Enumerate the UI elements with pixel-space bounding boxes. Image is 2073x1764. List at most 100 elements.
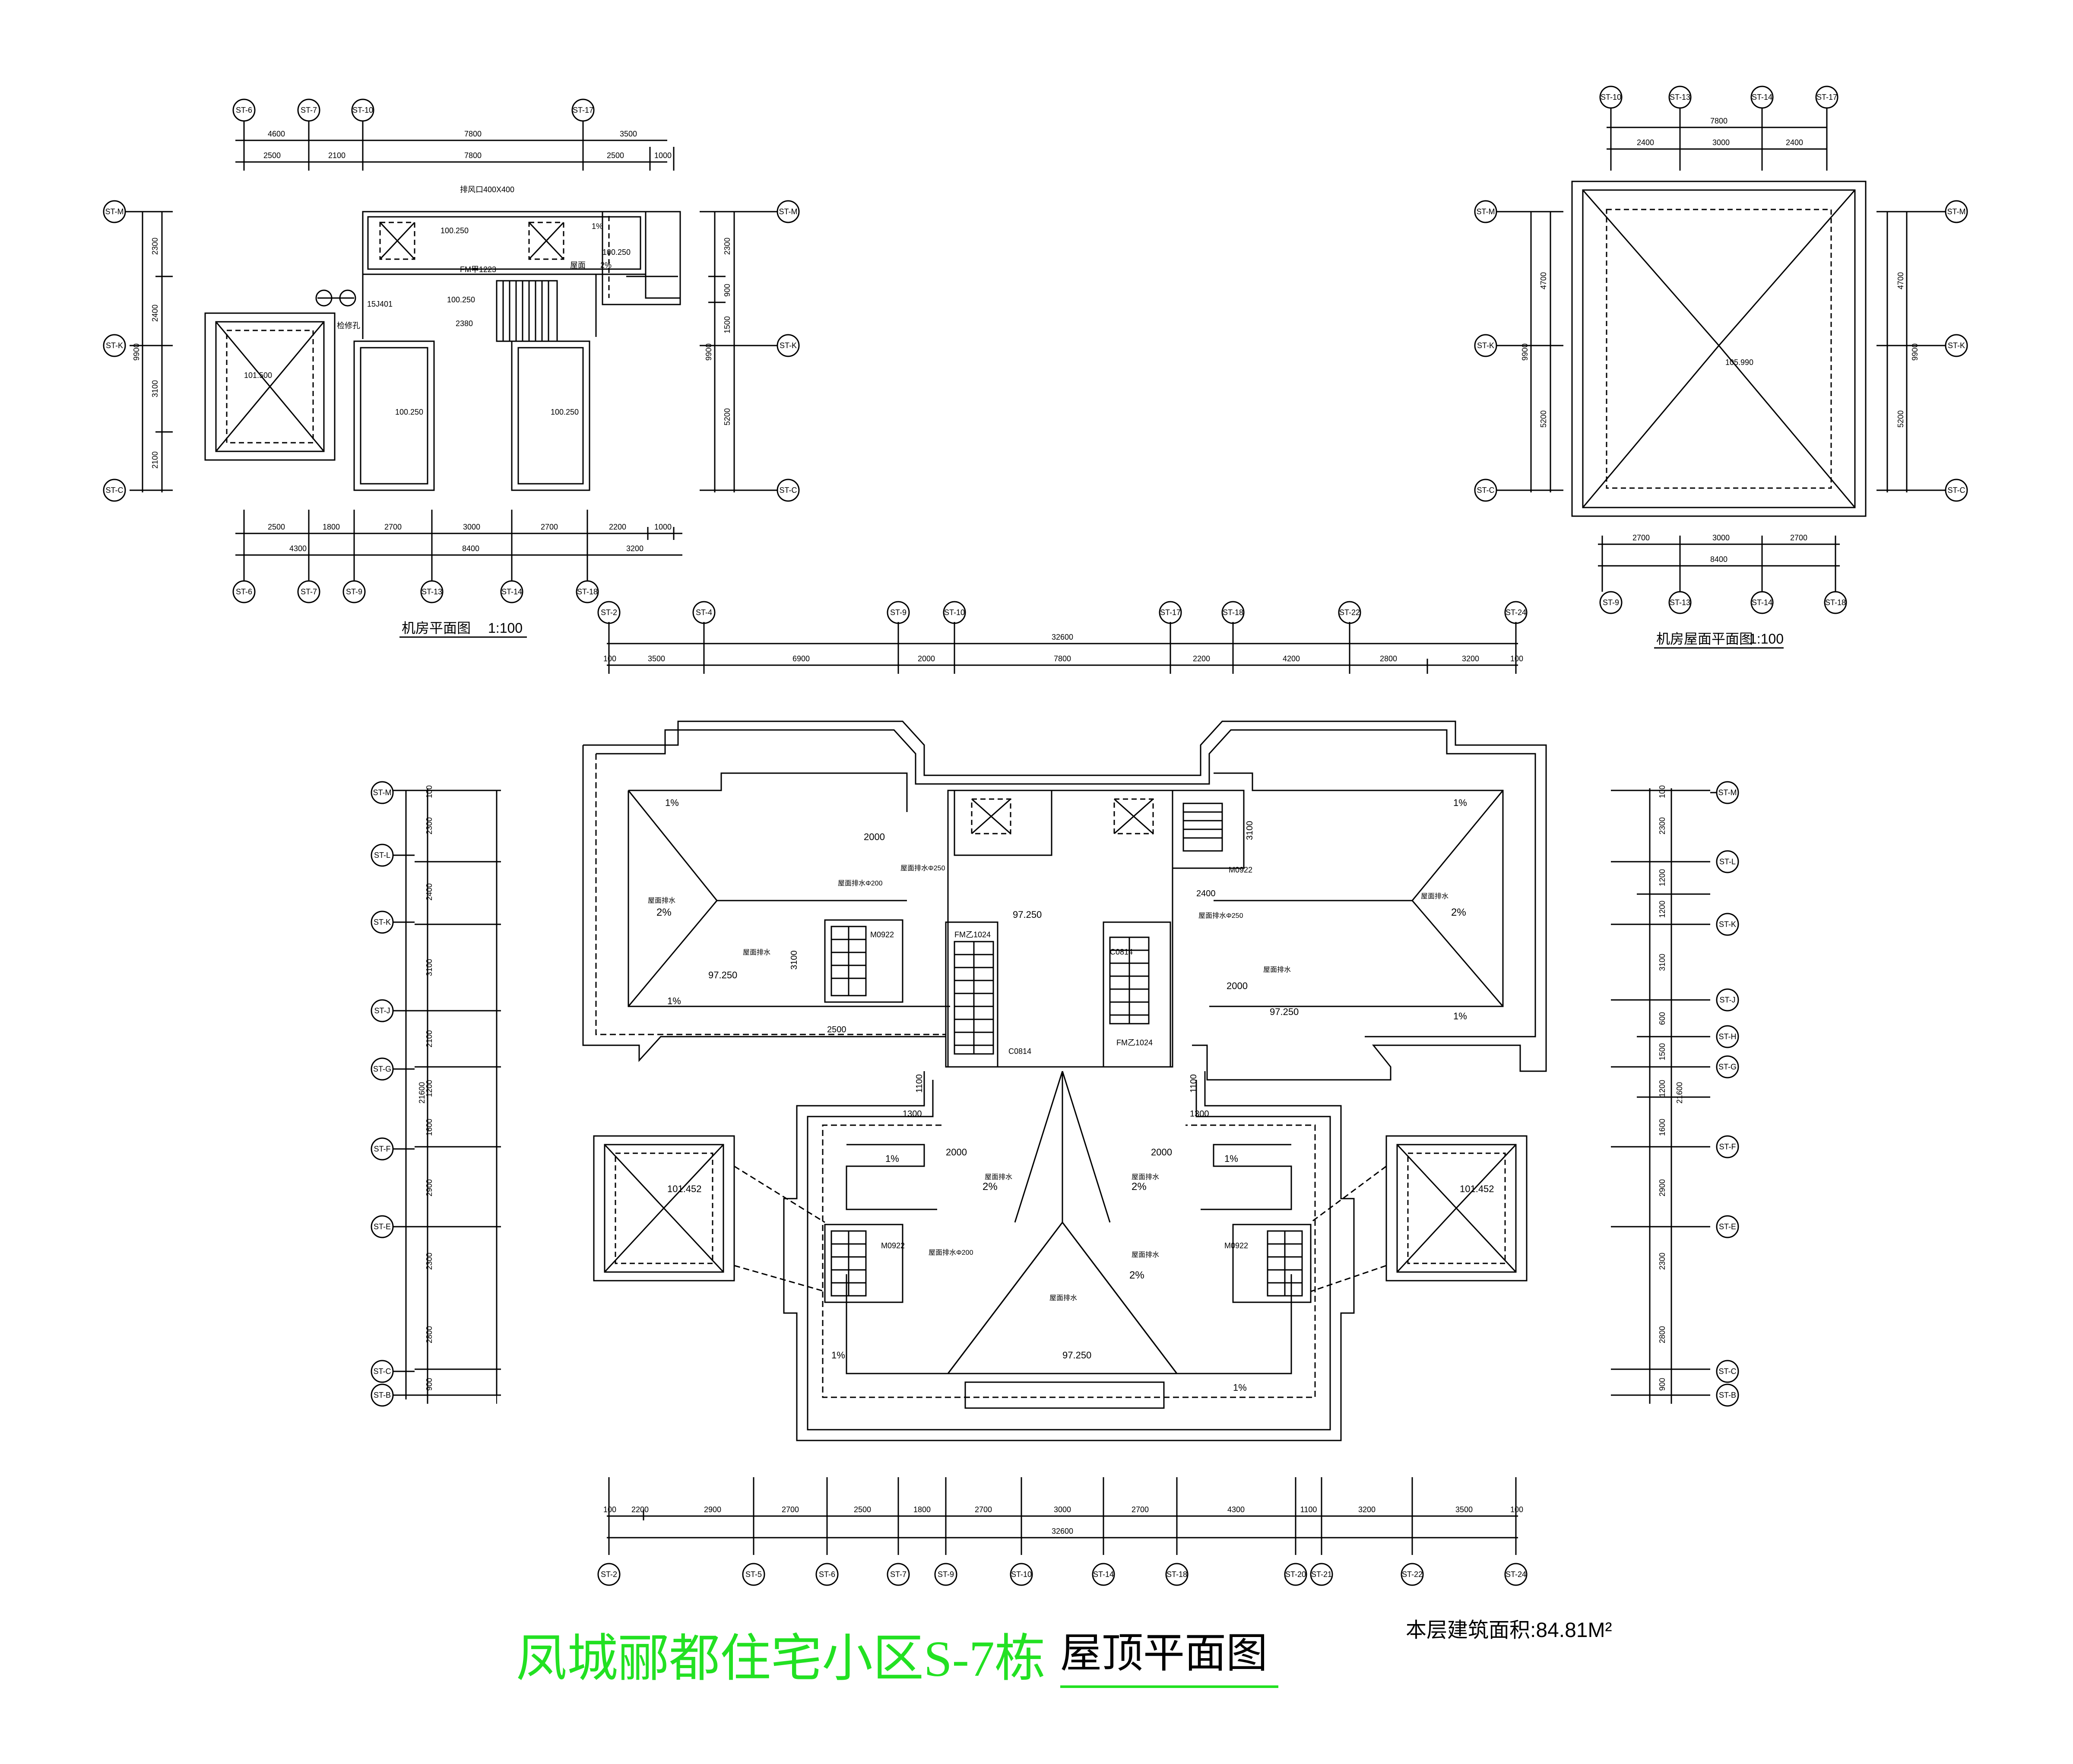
axis-label: ST-J <box>374 1006 390 1015</box>
axis-label: ST-K <box>1477 341 1494 350</box>
axis-label: ST-14 <box>501 587 522 596</box>
dim-label: 2300 <box>723 238 732 255</box>
axis-label: ST-J <box>1719 996 1735 1004</box>
axis-label: ST-G <box>373 1065 391 1073</box>
axis-label: ST-K <box>374 918 391 926</box>
axis-label: ST-10 <box>944 608 965 617</box>
axis-label: ST-K <box>780 341 797 350</box>
dim-label: 5200 <box>1539 410 1548 428</box>
axis-label: ST-C <box>1947 486 1965 495</box>
machine-room-plan <box>103 98 800 638</box>
dim-label: 2000 <box>1151 1147 1172 1158</box>
axis-label: ST-20 <box>1285 1570 1306 1579</box>
dim-label: 4300 <box>289 544 307 553</box>
axis-label: ST-14 <box>1752 598 1772 607</box>
axis-label: ST-B <box>374 1391 391 1399</box>
dim-label: 900 <box>1658 1378 1667 1391</box>
dim-label: 9900 <box>132 343 141 361</box>
dim-label: 8400 <box>462 544 479 553</box>
axis-label: ST-7 <box>301 587 317 596</box>
dim-label: 100 <box>425 785 434 798</box>
axis-label: ST-17 <box>573 106 593 114</box>
dim-label: 7800 <box>464 130 482 138</box>
dim-label: 3100 <box>1658 954 1667 971</box>
axis-label: ST-K <box>1948 341 1965 350</box>
dim-label: 2900 <box>704 1505 721 1514</box>
dim-label: 1200 <box>1658 901 1667 918</box>
axis-label: ST-9 <box>938 1570 954 1579</box>
dim-label: 1200 <box>1658 869 1667 886</box>
dim-label: 2500 <box>263 151 281 160</box>
axis-label: ST-B <box>1719 1391 1736 1399</box>
dim-label: 2400 <box>1637 138 1654 147</box>
pipe-label: 屋面排水Φ250 <box>900 864 945 872</box>
area-label: 本层建筑面积:84.81M² <box>1406 1619 1612 1642</box>
axis-label: ST-M <box>1947 207 1966 216</box>
dim-label: 1500 <box>1658 1043 1667 1060</box>
dim-label: 7800 <box>1710 117 1728 125</box>
axis-label: ST-10 <box>1011 1570 1032 1579</box>
slope-label: 2% <box>1129 1269 1144 1281</box>
axis-label: ST-2 <box>601 1570 617 1579</box>
axis-label: ST-E <box>374 1222 391 1231</box>
axis-label: ST-M <box>105 207 124 216</box>
dim-label: 100 <box>1510 654 1523 663</box>
dim-label: 1600 <box>425 1119 434 1136</box>
axis-label: ST-17 <box>1816 93 1837 102</box>
dim-label: 2300 <box>1658 1253 1667 1270</box>
dim-label: 7800 <box>464 151 482 160</box>
dim-label: 2500 <box>827 1025 846 1034</box>
axis-label: ST-21 <box>1311 1570 1332 1579</box>
dim-label: 2300 <box>151 238 159 255</box>
axis-label: ST-C <box>373 1367 391 1376</box>
plan-label: 101.500 <box>244 371 272 380</box>
dim-label: 2000 <box>946 1147 967 1158</box>
axis-label: ST-G <box>1718 1063 1737 1071</box>
project-title: 凤城郦都住宅小区S-7栋 <box>516 1631 1046 1687</box>
dim-label: 2500 <box>268 523 285 531</box>
dim-label: 4700 <box>1896 272 1905 289</box>
axis-label: ST-17 <box>1160 608 1181 617</box>
dim-label: 900 <box>425 1378 434 1391</box>
door-label: FM乙1024 <box>1116 1038 1153 1047</box>
dim-label: 2200 <box>609 523 626 531</box>
plan-label: 2380 <box>456 319 473 328</box>
axis-label: ST-18 <box>577 587 598 596</box>
slope-label: 2% <box>983 1181 998 1193</box>
dim-label: 1800 <box>913 1505 931 1514</box>
dim-label: 2700 <box>782 1505 799 1514</box>
dim-label: 9900 <box>1911 343 1919 361</box>
plan-label: 100.250 <box>395 408 423 416</box>
dim-label: 2300 <box>425 1253 434 1270</box>
axis-label: ST-7 <box>890 1570 907 1579</box>
axis-label: ST-14 <box>1752 93 1772 102</box>
dim-label: 2300 <box>1658 817 1667 834</box>
axis-label: ST-C <box>1477 486 1494 495</box>
dim-label: 2400 <box>425 883 434 901</box>
dim-label: 2900 <box>425 1179 434 1196</box>
dim-label: 100 <box>603 1505 616 1514</box>
pipe-label: 屋面排水Φ200 <box>838 879 883 887</box>
axis-label: ST-K <box>1719 920 1736 929</box>
dim-label: 4600 <box>268 130 285 138</box>
dim-label: 1000 <box>654 523 672 531</box>
axis-label: ST-C <box>779 486 797 495</box>
elevation-label: 97.250 <box>708 970 737 980</box>
main-roof-plan <box>371 601 1739 1586</box>
dim-label: 2500 <box>607 151 624 160</box>
plan-label: 100.250 <box>551 408 579 416</box>
axis-label: ST-6 <box>236 106 252 114</box>
dim-label: 3500 <box>620 130 637 138</box>
slope-label: 1% <box>665 797 679 808</box>
dim-label: 4200 <box>1283 654 1300 663</box>
note-label: 屋面排水 <box>1421 892 1449 900</box>
dim-label: 9900 <box>1521 343 1529 361</box>
dim-label: 100 <box>1510 1505 1523 1514</box>
dim-label: 2100 <box>328 151 346 160</box>
dim-label: 100 <box>1658 785 1667 798</box>
dim-label: 4300 <box>1227 1505 1245 1514</box>
note-label: 屋面排水 <box>985 1173 1012 1181</box>
drawing-title: 屋顶平面图 <box>1060 1630 1268 1676</box>
slope-label: 2% <box>1451 907 1466 918</box>
